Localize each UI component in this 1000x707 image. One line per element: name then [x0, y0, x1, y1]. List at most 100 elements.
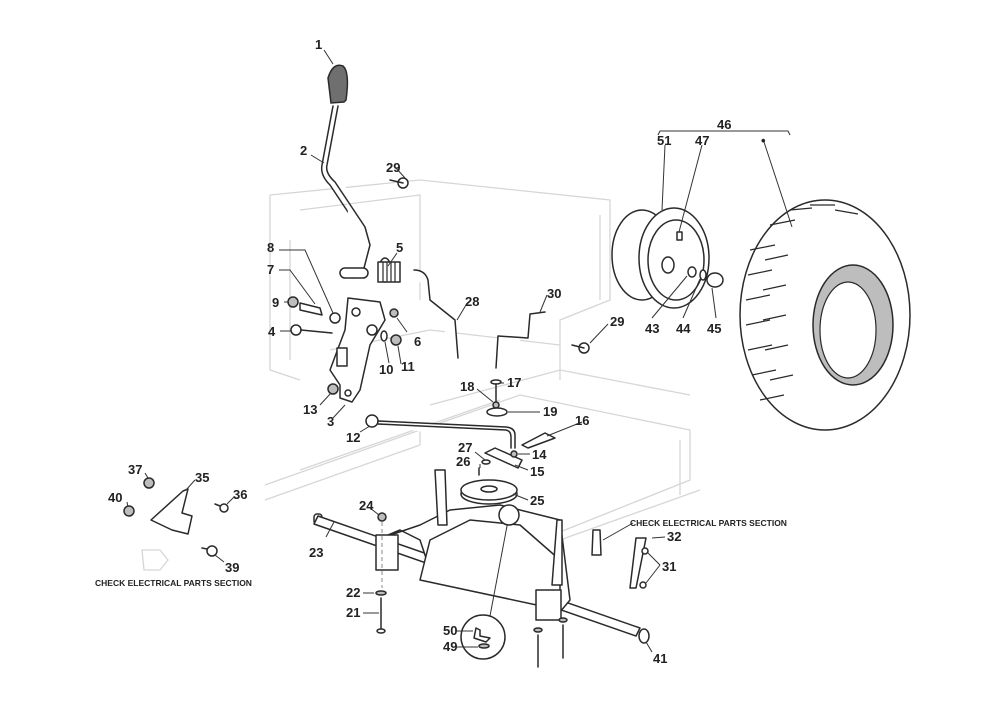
callout-46[interactable]: 46	[717, 117, 731, 132]
callout-7[interactable]: 7	[267, 262, 274, 277]
callout-25[interactable]: 25	[530, 493, 544, 508]
callout-29-top[interactable]: 29	[386, 160, 400, 175]
callout-47[interactable]: 47	[695, 133, 709, 148]
lever-bracket[interactable]	[329, 297, 386, 403]
callout-tire-dot[interactable]: •	[761, 133, 766, 148]
callout-28[interactable]: 28	[465, 294, 479, 309]
callout-23[interactable]: 23	[309, 545, 323, 560]
callout-49[interactable]: 49	[443, 639, 457, 654]
callout-4[interactable]: 4	[268, 324, 276, 339]
rod-30[interactable]	[495, 311, 546, 369]
callout-21[interactable]: 21	[346, 605, 360, 620]
washer-41[interactable]	[638, 628, 650, 644]
callout-1[interactable]: 1	[315, 37, 322, 52]
bracket-35[interactable]	[150, 488, 193, 535]
callout-10[interactable]: 10	[379, 362, 393, 377]
washer-43[interactable]	[687, 266, 697, 278]
bolt-29-right[interactable]	[571, 342, 590, 354]
bolt-4[interactable]	[290, 324, 333, 336]
callout-39[interactable]: 39	[225, 560, 239, 575]
washer-22[interactable]	[375, 590, 387, 596]
nut-14[interactable]	[510, 450, 518, 458]
bolt-36[interactable]	[214, 503, 229, 513]
transmission-assembly[interactable]	[313, 469, 641, 637]
bolt-lower-2[interactable]	[558, 617, 568, 659]
callout-30[interactable]: 30	[547, 286, 561, 301]
note-check-electrical-right[interactable]: CHECK ELECTRICAL PARTS SECTION	[630, 518, 787, 528]
note-check-electrical-left[interactable]: CHECK ELECTRICAL PARTS SECTION	[95, 578, 252, 588]
leader-lines	[126, 49, 793, 653]
washer-44[interactable]	[699, 269, 707, 281]
callout-18[interactable]: 18	[460, 379, 474, 394]
electrical-switch-left[interactable]	[141, 549, 169, 571]
callout-27[interactable]: 27	[458, 440, 472, 455]
bolt-39[interactable]	[201, 545, 218, 557]
pulley-25[interactable]	[460, 479, 518, 505]
control-rod[interactable]	[365, 414, 516, 449]
washer-27[interactable]	[481, 459, 491, 465]
callout-44[interactable]: 44	[676, 321, 691, 336]
gear-lever-knob[interactable]	[327, 64, 349, 104]
nut-37[interactable]	[143, 477, 155, 489]
clip-16[interactable]	[521, 432, 556, 449]
callout-31[interactable]: 31	[662, 559, 676, 574]
callout-6[interactable]: 6	[414, 334, 421, 349]
callout-36[interactable]: 36	[233, 487, 247, 502]
bolt-29-top[interactable]	[389, 177, 409, 189]
callout-29-right[interactable]: 29	[610, 314, 624, 329]
callout-22[interactable]: 22	[346, 585, 360, 600]
callout-3[interactable]: 3	[327, 414, 334, 429]
callout-43[interactable]: 43	[645, 321, 659, 336]
nut-13[interactable]	[327, 383, 339, 395]
washer-10[interactable]	[380, 330, 388, 342]
bolt-31a[interactable]	[641, 547, 649, 555]
bolt-21[interactable]	[376, 597, 386, 634]
callout-labels: 1 2 29 5 8 7 9 4 6 10 11 13 3 12 28 30 2…	[95, 37, 787, 666]
bushing-45[interactable]	[706, 272, 724, 288]
washer-19[interactable]	[486, 407, 508, 417]
bolt-lower-1[interactable]	[533, 627, 543, 668]
callout-5[interactable]: 5	[396, 240, 403, 255]
callout-32[interactable]: 32	[667, 529, 681, 544]
callout-51[interactable]: 51	[657, 133, 671, 148]
callout-26[interactable]: 26	[456, 454, 470, 469]
callout-14[interactable]: 14	[532, 447, 547, 462]
callout-12[interactable]: 12	[346, 430, 360, 445]
nut-18[interactable]	[492, 401, 500, 409]
callout-9[interactable]: 9	[272, 295, 279, 310]
nut-9[interactable]	[287, 296, 299, 308]
callout-16[interactable]: 16	[575, 413, 589, 428]
callout-40[interactable]: 40	[108, 490, 122, 505]
rod-28[interactable]	[413, 269, 459, 359]
nut-24[interactable]	[377, 512, 387, 522]
callout-24[interactable]: 24	[359, 498, 374, 513]
wheel-rim[interactable]	[611, 207, 710, 309]
nut-6[interactable]	[389, 308, 399, 318]
gear-lever-rod[interactable]	[320, 105, 371, 279]
bolt-17[interactable]	[490, 379, 502, 404]
callout-35[interactable]: 35	[195, 470, 209, 485]
tire[interactable]	[739, 199, 911, 431]
callout-45[interactable]: 45	[707, 321, 721, 336]
callout-11[interactable]: 11	[401, 359, 415, 374]
bracket-32[interactable]	[629, 537, 647, 589]
callout-2[interactable]: 2	[300, 143, 307, 158]
spring[interactable]	[377, 257, 401, 283]
plate-15[interactable]	[484, 447, 523, 469]
nut-11[interactable]	[390, 334, 402, 346]
washer-8[interactable]	[329, 312, 341, 324]
electrical-sensor-right[interactable]	[591, 529, 602, 556]
callout-37[interactable]: 37	[128, 462, 142, 477]
valve-47[interactable]	[676, 231, 683, 241]
callout-17[interactable]: 17	[507, 375, 521, 390]
callout-8[interactable]: 8	[267, 240, 274, 255]
callout-41[interactable]: 41	[653, 651, 667, 666]
callout-13[interactable]: 13	[303, 402, 317, 417]
callout-15[interactable]: 15	[530, 464, 544, 479]
callout-19[interactable]: 19	[543, 404, 557, 419]
bolt-31b[interactable]	[639, 581, 647, 589]
bolt-7[interactable]	[299, 302, 323, 316]
callout-50[interactable]: 50	[443, 623, 457, 638]
wheel-assembly-bracket	[657, 130, 791, 136]
nut-40[interactable]	[123, 505, 135, 517]
